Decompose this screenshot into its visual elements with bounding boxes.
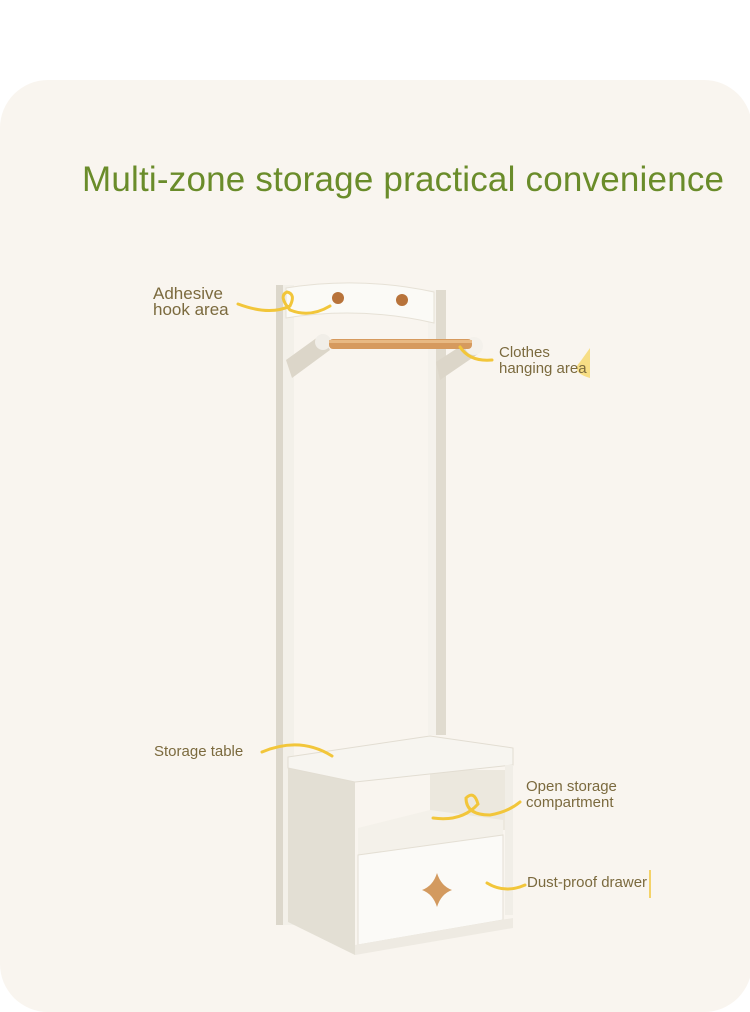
hook <box>332 292 344 304</box>
label-storage-table: Storage table <box>154 743 244 760</box>
hook <box>396 294 408 306</box>
drawer-knob <box>422 873 452 907</box>
cabinet-side <box>288 760 355 955</box>
hook-rail <box>285 282 435 324</box>
callout-lines <box>236 290 527 891</box>
label-adhesive-hook-area: Adhesive hook area <box>153 284 229 319</box>
label-clothes-hanging-area: Clothes hanging area <box>499 344 587 377</box>
page-title: Multi-zone storage practical convenience <box>82 160 725 199</box>
open-compartment <box>358 810 503 855</box>
label-dust-proof-drawer: Dust-proof drawer <box>527 874 648 891</box>
label-open-storage-compartment: Open storage compartment <box>526 778 617 811</box>
